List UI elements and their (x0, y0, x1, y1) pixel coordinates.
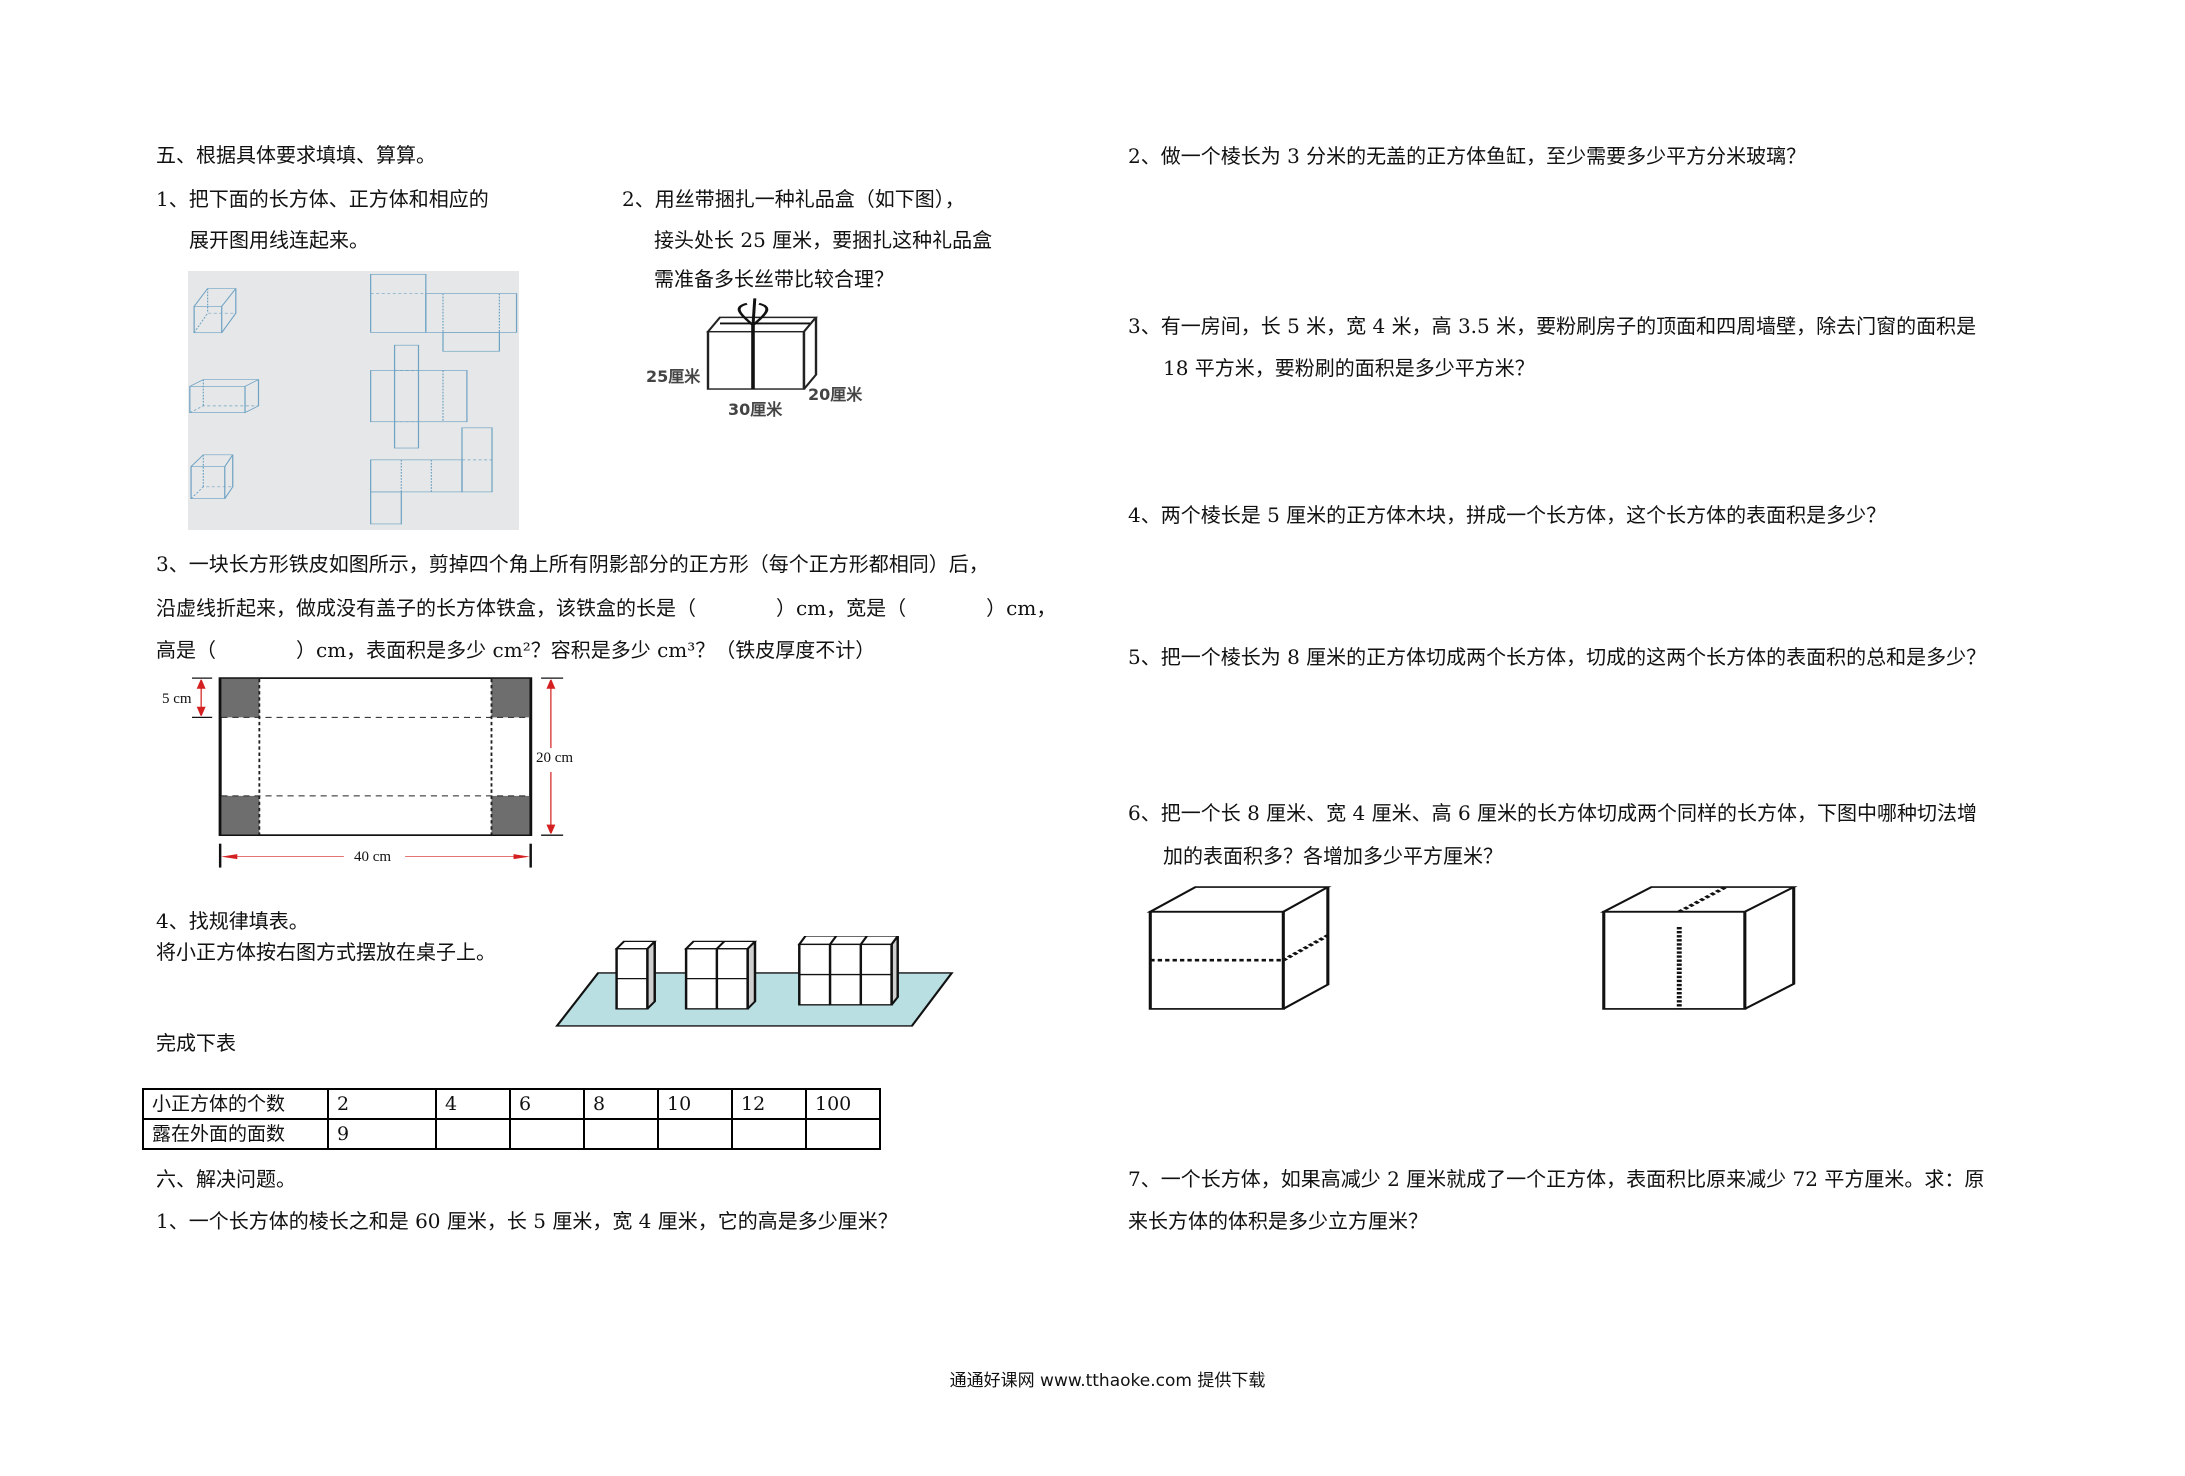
table-row: 露在外面的面数 9 (142, 1118, 881, 1150)
r-q7-line2: 来长方体的体积是多少立方厘米？ (1128, 1209, 1428, 1233)
table-header: 露在外面的面数 (142, 1118, 329, 1150)
iron-sheet-figure (191, 677, 564, 868)
r-q3-line2: 18 平方米，要粉刷的面积是多少平方米？ (1163, 356, 1535, 380)
q3-line1: 3、一块长方形铁皮如图所示，剪掉四个角上所有阴影部分的正方形（每个正方形都相同）… (156, 552, 989, 576)
q3-line2-c: ）cm， (986, 596, 1057, 620)
table-cell: 6 (509, 1088, 585, 1120)
pattern-table: 小正方体的个数 2 4 6 8 10 12 100 露在外面的面数 9 (142, 1088, 881, 1150)
r-q6-line1: 6、把一个长 8 厘米、宽 4 厘米、高 6 厘米的长方体切成两个同样的长方体，… (1128, 801, 1978, 825)
gift-length-label: 30厘米 (728, 400, 783, 419)
answer-cell[interactable] (509, 1118, 585, 1150)
answer-cell[interactable] (805, 1118, 881, 1150)
answer-cell[interactable] (731, 1118, 807, 1150)
table-cell: 2 (327, 1088, 437, 1120)
q3-line3: 高是（ ）cm，表面积是多少 cm²？容积是多少 cm³？（铁皮厚度不计） (156, 638, 875, 662)
r-q3-line1: 3、有一房间，长 5 米，宽 4 米，高 3.5 米，要粉刷房子的顶面和四周墙壁… (1128, 314, 1977, 338)
q2-line1: 2、用丝带捆扎一种礼品盒（如下图）， (622, 187, 965, 211)
section-6-title: 六、解决问题。 (156, 1167, 296, 1191)
footer-source: 通通好课网 www.tthaoke.com 提供下载 (949, 1371, 1266, 1391)
table-cell: 12 (731, 1088, 807, 1120)
r-q6-line2: 加的表面积多？各增加多少平方厘米？ (1163, 844, 1503, 868)
sheet-height-label: 20 cm (536, 750, 574, 766)
nets-figure (188, 271, 519, 530)
section-5-title: 五、根据具体要求填填、算算。 (156, 143, 436, 167)
r-q7-line1: 7、一个长方体，如果高减少 2 厘米就成了一个正方体，表面积比原来减少 72 平… (1128, 1167, 1985, 1191)
cut-cuboids-figure (1146, 886, 1798, 1010)
sheet-length-label: 40 cm (354, 849, 392, 865)
r-q4: 4、两个棱长是 5 厘米的正方体木块，拼成一个长方体，这个长方体的表面积是多少？ (1128, 503, 1887, 527)
corner-size-label: 5 cm (162, 691, 192, 707)
q2-line2: 接头处长 25 厘米，要捆扎这种礼品盒 (654, 228, 993, 252)
stacked-cubes-figure (555, 936, 954, 1027)
q1-line2: 展开图用线连起来。 (189, 228, 369, 252)
q3-line3-b: ）cm，表面积是多少 cm²？容积是多少 cm³？（铁皮厚度不计） (296, 638, 876, 662)
table-cell: 8 (583, 1088, 659, 1120)
r-q5: 5、把一个棱长为 8 厘米的正方体切成两个长方体，切成的这两个长方体的表面积的总… (1128, 645, 1987, 669)
q2-line3: 需准备多长丝带比较合理？ (654, 267, 894, 291)
q3-line2-a: 沿虚线折起来，做成没有盖子的长方体铁盒，该铁盒的长是（ (156, 596, 696, 620)
complete-table-label: 完成下表 (156, 1031, 236, 1055)
table-cell: 100 (805, 1088, 881, 1120)
answer-cell[interactable] (583, 1118, 659, 1150)
r-q2: 2、做一个棱长为 3 分米的无盖的正方体鱼缸，至少需要多少平方分米玻璃？ (1128, 144, 1807, 168)
q3-line2-b: ）cm，宽是（ (776, 596, 907, 620)
q4-line1: 4、找规律填表。 (156, 909, 309, 933)
gift-height-label: 25厘米 (646, 367, 701, 386)
answer-cell[interactable] (657, 1118, 733, 1150)
table-cell: 9 (327, 1118, 437, 1150)
q4-line2: 将小正方体按右图方式摆放在桌子上。 (156, 940, 496, 964)
answer-cell[interactable] (435, 1118, 511, 1150)
table-row: 小正方体的个数 2 4 6 8 10 12 100 (142, 1088, 881, 1120)
gift-box-figure (706, 298, 818, 390)
q3-line2: 沿虚线折起来，做成没有盖子的长方体铁盒，该铁盒的长是（ ）cm，宽是（ ）cm， (156, 596, 1056, 620)
table-header: 小正方体的个数 (142, 1088, 329, 1120)
s6-q1: 1、一个长方体的棱长之和是 60 厘米，长 5 厘米，宽 4 厘米，它的高是多少… (156, 1209, 898, 1233)
table-cell: 10 (657, 1088, 733, 1120)
table-cell: 4 (435, 1088, 511, 1120)
q1-line1: 1、把下面的长方体、正方体和相应的 (156, 187, 489, 211)
q3-line3-a: 高是（ (156, 638, 216, 662)
gift-width-label: 20厘米 (808, 385, 863, 404)
